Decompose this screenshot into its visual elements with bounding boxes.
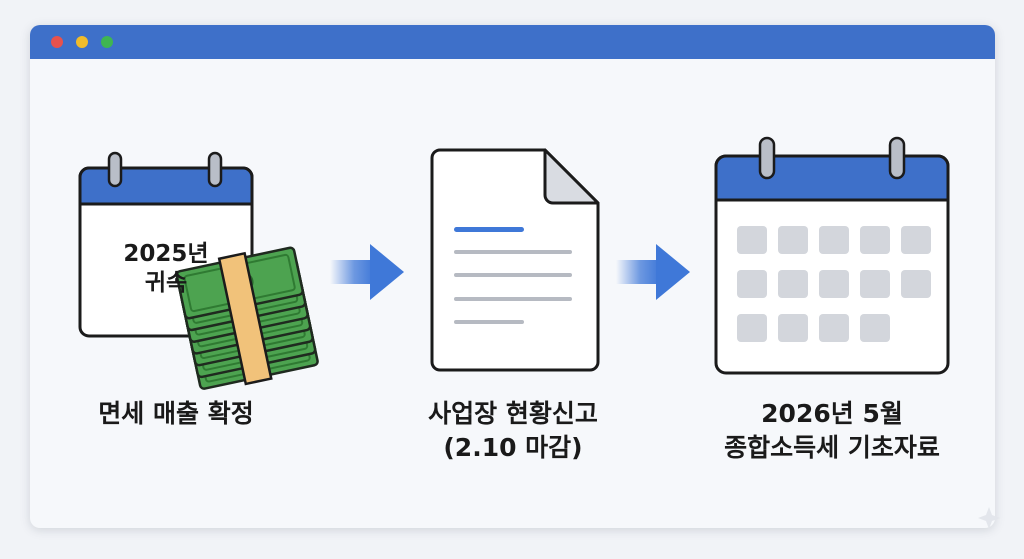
step-3-calendar-grid-icon bbox=[714, 136, 950, 375]
arrow-2-icon bbox=[616, 244, 690, 300]
arrow-1-icon bbox=[330, 244, 404, 300]
step-3-sublabel: 종합소득세 기초자료 bbox=[724, 433, 940, 462]
calendar-year-text: 2025년 bbox=[123, 241, 209, 267]
minimize-window-dot[interactable] bbox=[76, 36, 88, 48]
step-1-label: 면세 매출 확정 bbox=[98, 399, 254, 428]
step-2-document-icon bbox=[430, 148, 600, 372]
calendar-attribution-text: 귀속 bbox=[144, 270, 188, 296]
step-2-label: 사업장 현황신고 bbox=[428, 399, 598, 428]
money-stack-icon bbox=[174, 245, 320, 391]
window-titlebar bbox=[30, 25, 995, 59]
sparkle-icon bbox=[978, 507, 1000, 529]
close-window-dot[interactable] bbox=[51, 36, 63, 48]
step-2-deadline: (2.10 마감) bbox=[443, 433, 583, 462]
step-3-label: 2026년 5월 bbox=[761, 399, 903, 428]
maximize-window-dot[interactable] bbox=[101, 36, 113, 48]
